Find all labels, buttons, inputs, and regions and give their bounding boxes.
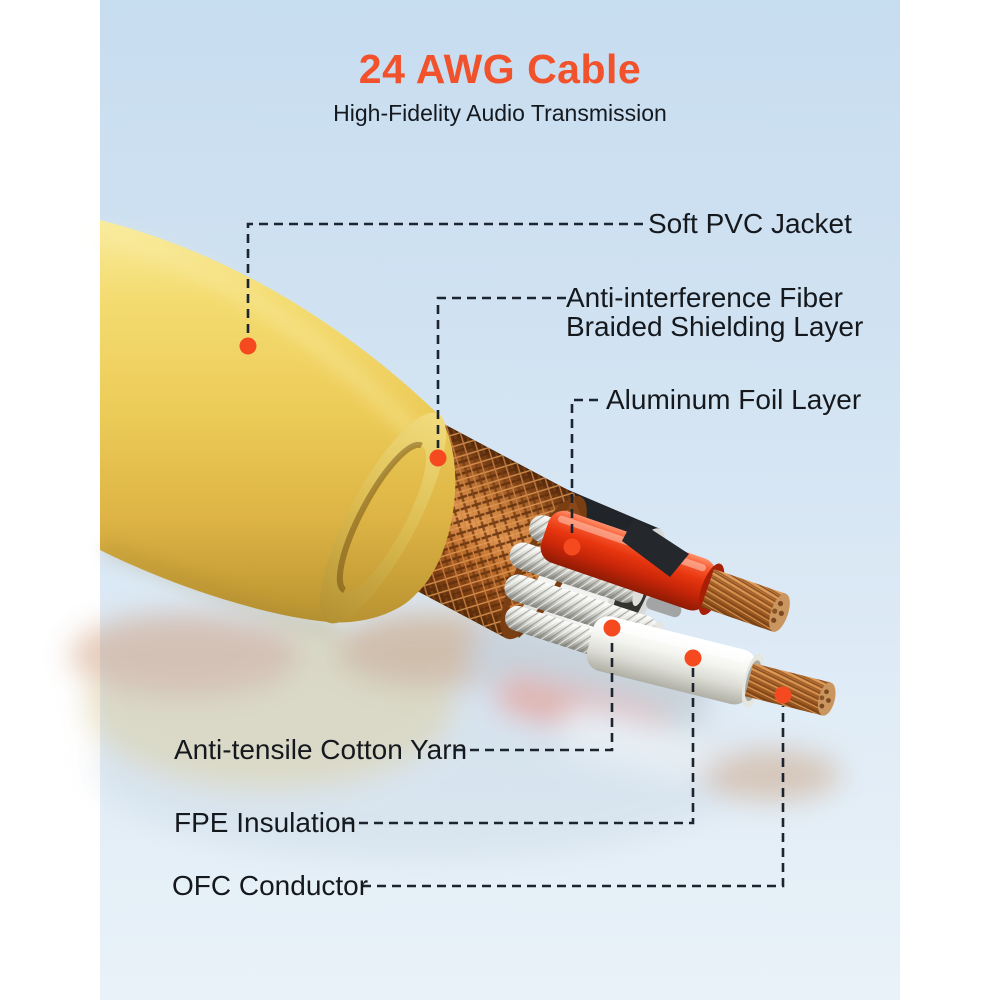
ofc-conductor-red: [701, 569, 790, 632]
page-title: 24 AWG Cable: [358, 46, 642, 92]
callout-line-shielding: [436, 296, 566, 448]
callout-dot-ofc: [774, 686, 792, 704]
label-braided-shielding-line2: Braided Shielding Layer: [566, 311, 864, 342]
callout-line-soft-pvc: [246, 222, 643, 336]
label-cotton-yarn: Anti-tensile Cotton Yarn: [174, 734, 468, 765]
callout-line-cotton-yarn: [455, 638, 614, 752]
callout-line-foil: [570, 398, 598, 537]
foil-flap: [622, 518, 689, 577]
ofc-conductor-white: [745, 663, 836, 716]
callout-line-ofc: [362, 706, 785, 888]
callout-dot-fpe: [684, 649, 702, 667]
cable-reflection: [70, 612, 840, 860]
callout-dot-cotton-yarn: [603, 619, 621, 637]
label-braided-shielding: Anti-interference Fiber Braided Shieldin…: [566, 283, 863, 341]
callout-dot-foil: [563, 538, 581, 556]
page-subtitle: High-Fidelity Audio Transmission: [333, 100, 667, 126]
cable-jacket: [100, 220, 456, 634]
label-fpe-insulation: FPE Insulation: [174, 807, 357, 838]
label-aluminum-foil: Aluminum Foil Layer: [606, 384, 862, 415]
callout-line-fpe: [344, 668, 695, 825]
callout-dot-shielding: [429, 449, 447, 467]
label-braided-shielding-line1: Anti-interference Fiber: [566, 282, 844, 313]
callout-dot-soft-pvc: [239, 337, 257, 355]
label-soft-pvc-jacket: Soft PVC Jacket: [648, 208, 852, 239]
label-ofc-conductor: OFC Conductor: [172, 870, 369, 901]
